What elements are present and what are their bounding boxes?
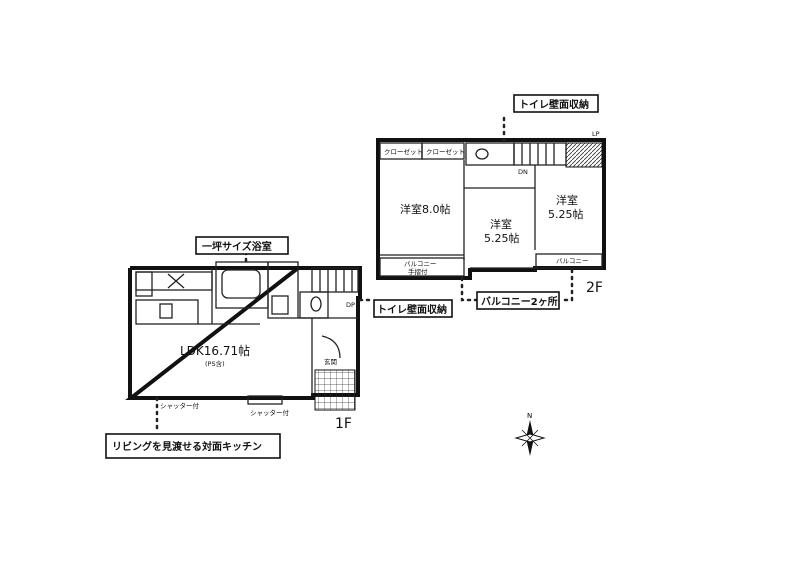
fridge-icon: [135, 271, 153, 297]
range-hood-icon: [167, 273, 185, 289]
dn-label: DN: [518, 168, 528, 176]
window-south: [247, 395, 283, 405]
toilet-icon: [310, 296, 322, 312]
leader-balcony-right: [558, 268, 574, 302]
callout-bath: 一坪サイズ浴室: [195, 236, 289, 255]
callout-balcony: バルコニー2ヶ所: [476, 291, 560, 310]
ldk-label: LDK16.71帖: [180, 343, 250, 358]
room-western-525b-size: 5.25帖: [548, 208, 584, 221]
floor-tag-1f: 1F: [335, 416, 352, 432]
floor-tag-2f: 2F: [586, 280, 603, 296]
svg-text:N: N: [527, 412, 532, 420]
balcony1-sub-label: 手摺付: [408, 267, 428, 276]
balcony-1: [379, 257, 465, 277]
closet-2: [421, 142, 465, 160]
leader-balcony-left: [460, 276, 478, 302]
bathtub-icon: [221, 269, 261, 299]
toilet-room: [299, 291, 329, 319]
sink-icon: [159, 303, 173, 319]
callout-toilet-mid-text: トイレ壁面収納: [377, 303, 447, 316]
entrance-label: 玄関: [324, 357, 337, 366]
entrance-floor: [314, 369, 356, 411]
washing-machine-icon: [271, 295, 289, 315]
balcony2-label: バルコニー: [556, 257, 588, 265]
room-western-525b-name: 洋室: [556, 193, 578, 207]
callout-kitchen: リビングを見渡せる対面キッチン: [105, 433, 281, 459]
closet2-label: クローゼット: [426, 147, 465, 156]
compass-north-icon: N: [514, 412, 546, 456]
callout-kitchen-text: リビングを見渡せる対面キッチン: [112, 440, 262, 453]
callout-toilet-mid: トイレ壁面収納: [373, 299, 453, 318]
room-western-525a-size: 5.25帖: [484, 232, 520, 245]
dp-label: DP: [346, 301, 355, 309]
balcony1-label: バルコニー: [404, 260, 436, 268]
shutter-right-label: シャッター付: [250, 408, 290, 417]
stairs-2f: [513, 142, 567, 166]
balcony-2: [535, 253, 603, 269]
kitchen-counter: [135, 271, 213, 291]
storage-hatch-2f: [565, 142, 603, 168]
shutter-left-label: シャッター付: [160, 401, 200, 410]
kitchen-island: [135, 299, 199, 325]
first-floor-plan: LDK16.71帖 (PS含) 玄関 DP シャッター付 シャッター付 1F: [125, 250, 376, 434]
lp-label: LP: [592, 130, 600, 138]
room-western-8: 洋室8.0帖: [400, 202, 451, 216]
washroom: [267, 261, 299, 319]
second-floor-plan: クローゼット クローゼット 洋室8.0帖 洋室 5.25帖 洋室 5.25帖 バ…: [376, 116, 606, 302]
callout-balcony-text: バルコニー2ヶ所: [481, 295, 558, 308]
callout-toilet-top: トイレ壁面収納: [513, 94, 599, 113]
stairs-1f: [311, 267, 359, 293]
ldk-sub-label: (PS含): [205, 359, 225, 368]
closet1-label: クローゼット: [384, 147, 423, 156]
callout-bath-text: 一坪サイズ浴室: [202, 240, 272, 253]
callout-toilet-top-text: トイレ壁面収納: [519, 98, 589, 111]
toilet-2f-icon: [475, 148, 489, 160]
entrance-door-swing: [321, 335, 341, 359]
toilet-room-2f: [465, 142, 515, 166]
room-western-525a-name: 洋室: [490, 217, 512, 231]
